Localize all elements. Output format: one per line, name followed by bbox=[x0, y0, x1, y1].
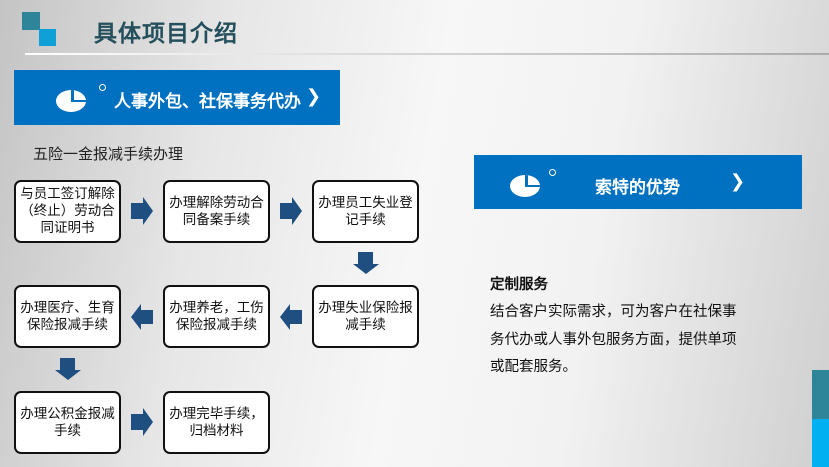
banner-label: 索特的优势 bbox=[595, 178, 680, 198]
section-banner-outsourcing: 人事外包、社保事务代办 ❯ bbox=[14, 70, 340, 125]
flow-step: 办理失业保险报减手续 bbox=[312, 285, 419, 348]
pie-chart-icon bbox=[56, 90, 86, 112]
decor-square-teal bbox=[22, 12, 40, 30]
advantage-heading: 定制服务 bbox=[490, 277, 548, 293]
flow-step: 办理养老，工伤保险报减手续 bbox=[163, 285, 270, 348]
arrow-left-icon bbox=[131, 304, 153, 330]
flow-step: 与员工签订解除（终止）劳动合同证明书 bbox=[14, 180, 121, 243]
arrow-right-icon bbox=[131, 408, 153, 436]
flow-step: 办理解除劳动合同备案手续 bbox=[163, 180, 270, 243]
circle-icon bbox=[99, 84, 106, 91]
arrow-right-icon bbox=[131, 197, 153, 225]
arrow-down-icon bbox=[55, 358, 81, 380]
circle-icon bbox=[549, 169, 556, 176]
page-title: 具体项目介绍 bbox=[94, 21, 238, 47]
chevron-right-icon: ❯ bbox=[730, 171, 746, 192]
advantage-line: 结合客户实际需求，可为客户在社保事 bbox=[490, 304, 737, 320]
advantage-line: 务代办或人事外包服务方面，提供单项 bbox=[490, 332, 737, 348]
arrow-down-icon bbox=[353, 252, 379, 274]
flow-step: 办理医疗、生育保险报减手续 bbox=[14, 285, 121, 348]
advantage-line: 或配套服务。 bbox=[490, 359, 577, 375]
chevron-right-icon: ❯ bbox=[306, 86, 322, 107]
section-banner-advantage: 索特的优势 ❯ bbox=[474, 155, 802, 209]
banner-label: 人事外包、社保事务代办 bbox=[114, 92, 301, 112]
flow-title: 五险一金报减手续办理 bbox=[33, 145, 184, 163]
flow-step: 办理完毕手续，归档材料 bbox=[163, 391, 270, 454]
arrow-left-icon bbox=[280, 304, 302, 330]
arrow-right-icon bbox=[280, 197, 302, 225]
decor-bar-teal bbox=[812, 370, 829, 419]
flow-step: 办理员工失业登记手续 bbox=[312, 180, 419, 243]
decor-bar-cyan bbox=[812, 419, 829, 467]
divider bbox=[25, 53, 829, 55]
flow-step: 办理公积金报减手续 bbox=[14, 391, 121, 454]
decor-square-cyan bbox=[39, 29, 56, 46]
pie-chart-icon bbox=[510, 175, 540, 197]
